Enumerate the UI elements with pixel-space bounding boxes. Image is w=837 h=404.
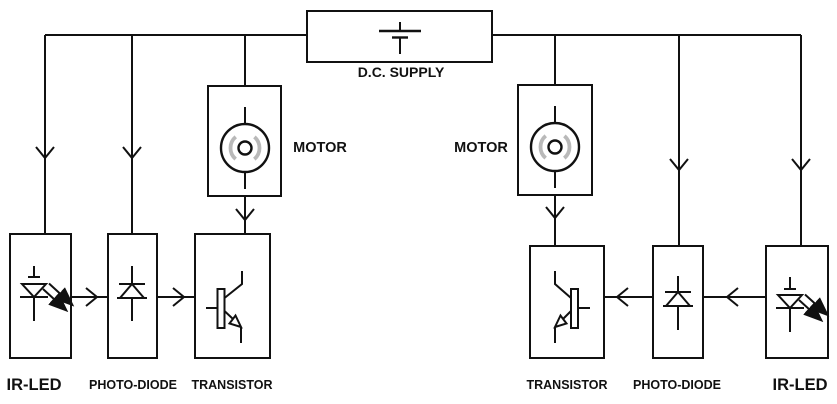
ir-led-block-right bbox=[765, 245, 830, 359]
signal-arrow-photodiode-to-transistor-left bbox=[157, 287, 195, 307]
motor-label-left: MOTOR bbox=[293, 140, 347, 156]
ir-led-label-right: IR-LED bbox=[773, 376, 828, 394]
motor-to-transistor-arrow-left bbox=[235, 196, 255, 234]
ir-led-block-left bbox=[9, 233, 75, 359]
npn-transistor-icon bbox=[206, 271, 243, 343]
dc-supply-label: D.C. SUPPLY bbox=[358, 64, 445, 80]
transistor-block-left bbox=[194, 233, 271, 359]
photo-diode-icon bbox=[663, 276, 693, 330]
current-direction-arrow-icons bbox=[35, 146, 811, 172]
dc-motor-icon bbox=[219, 107, 271, 189]
photo-diode-label-right: PHOTO-DIODE bbox=[633, 378, 721, 392]
ir-led-icon bbox=[19, 266, 75, 321]
motor-block-left bbox=[207, 85, 282, 197]
motor-to-transistor-arrow-right bbox=[545, 195, 565, 246]
signal-arrow-led-to-photodiode-left bbox=[71, 287, 108, 307]
transistor-block-right bbox=[529, 245, 605, 359]
photo-diode-block-left bbox=[107, 233, 158, 359]
photo-diode-label-left: PHOTO-DIODE bbox=[89, 378, 177, 392]
dc-supply-block bbox=[306, 10, 493, 63]
motor-block-right bbox=[517, 84, 593, 196]
signal-arrow-photodiode-to-transistor-right bbox=[604, 287, 653, 307]
signal-arrow-led-to-photodiode-right bbox=[703, 287, 766, 307]
dc-motor-icon bbox=[529, 106, 581, 188]
transistor-label-left: TRANSISTOR bbox=[191, 378, 272, 392]
motor-label-right: MOTOR bbox=[454, 140, 508, 156]
photo-diode-block-right bbox=[652, 245, 704, 359]
ir-led-label-left: IR-LED bbox=[7, 376, 62, 394]
ir-led-icon bbox=[775, 277, 830, 332]
supply-bus-wires bbox=[44, 34, 802, 246]
transistor-label-right: TRANSISTOR bbox=[526, 378, 607, 392]
photo-diode-icon bbox=[117, 266, 147, 321]
npn-transistor-icon bbox=[553, 271, 590, 343]
battery-cell-icon bbox=[379, 22, 421, 54]
